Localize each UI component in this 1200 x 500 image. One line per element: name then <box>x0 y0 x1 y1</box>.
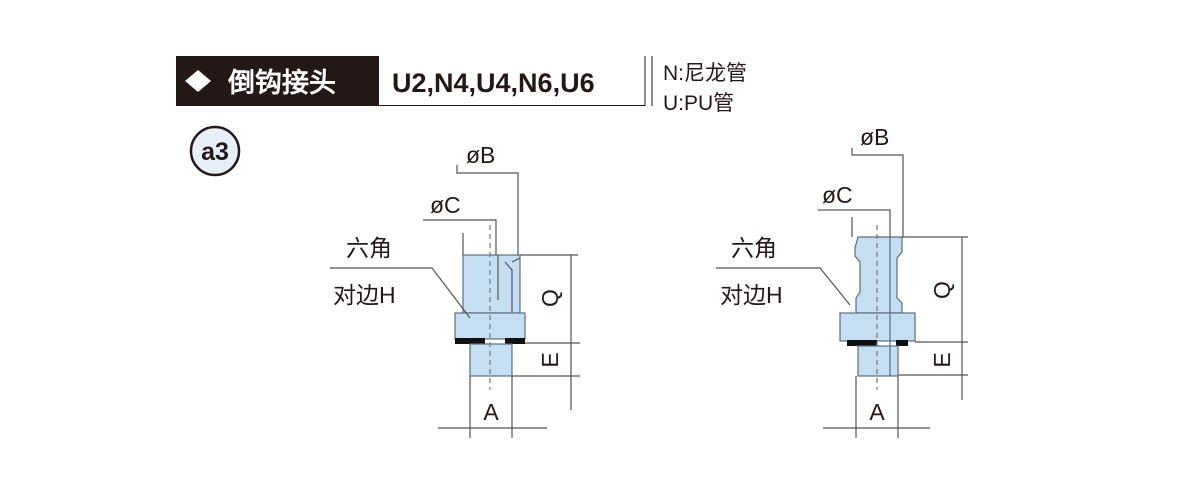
dim-c-label: øC <box>430 192 461 218</box>
diamond-icon <box>185 70 211 92</box>
dim-a-label: A <box>869 399 885 425</box>
hex-label-line2: 对边H <box>333 282 396 308</box>
drawing-straight-barb: øB øC 六角 对边H Q E A <box>330 142 580 438</box>
seal-ring <box>847 340 877 346</box>
legend-nylon: N:尼龙管 <box>663 62 747 85</box>
dim-b-label: øB <box>466 142 495 168</box>
header-title: 倒钩接头 <box>227 68 336 98</box>
badge-label: a3 <box>201 138 229 166</box>
dim-c-label: øC <box>822 182 853 208</box>
variant-badge: a3 <box>189 125 241 177</box>
drawing-long-barb: øB øC 六角 对边H Q E A <box>716 124 968 438</box>
dim-a-label: A <box>483 399 499 425</box>
thread <box>469 343 513 377</box>
seal-ring <box>455 338 485 344</box>
dim-e-label: E <box>929 352 955 367</box>
dim-q-label: Q <box>929 281 955 299</box>
hex-label-line1: 六角 <box>346 235 392 261</box>
legend-pu: U:PU管 <box>663 92 734 115</box>
hex-label-line1: 六角 <box>731 235 777 261</box>
hex-label-line2: 对边H <box>720 282 783 308</box>
section-header: 倒钩接头 U2,N4,U4,N6,U6 N:尼龙管 U:PU管 <box>176 56 747 115</box>
dim-b-label: øB <box>860 124 889 150</box>
dim-q-label: Q <box>537 289 563 307</box>
dim-e-label: E <box>537 352 563 367</box>
thread <box>857 345 899 377</box>
model-list: U2,N4,U4,N6,U6 <box>392 68 595 98</box>
